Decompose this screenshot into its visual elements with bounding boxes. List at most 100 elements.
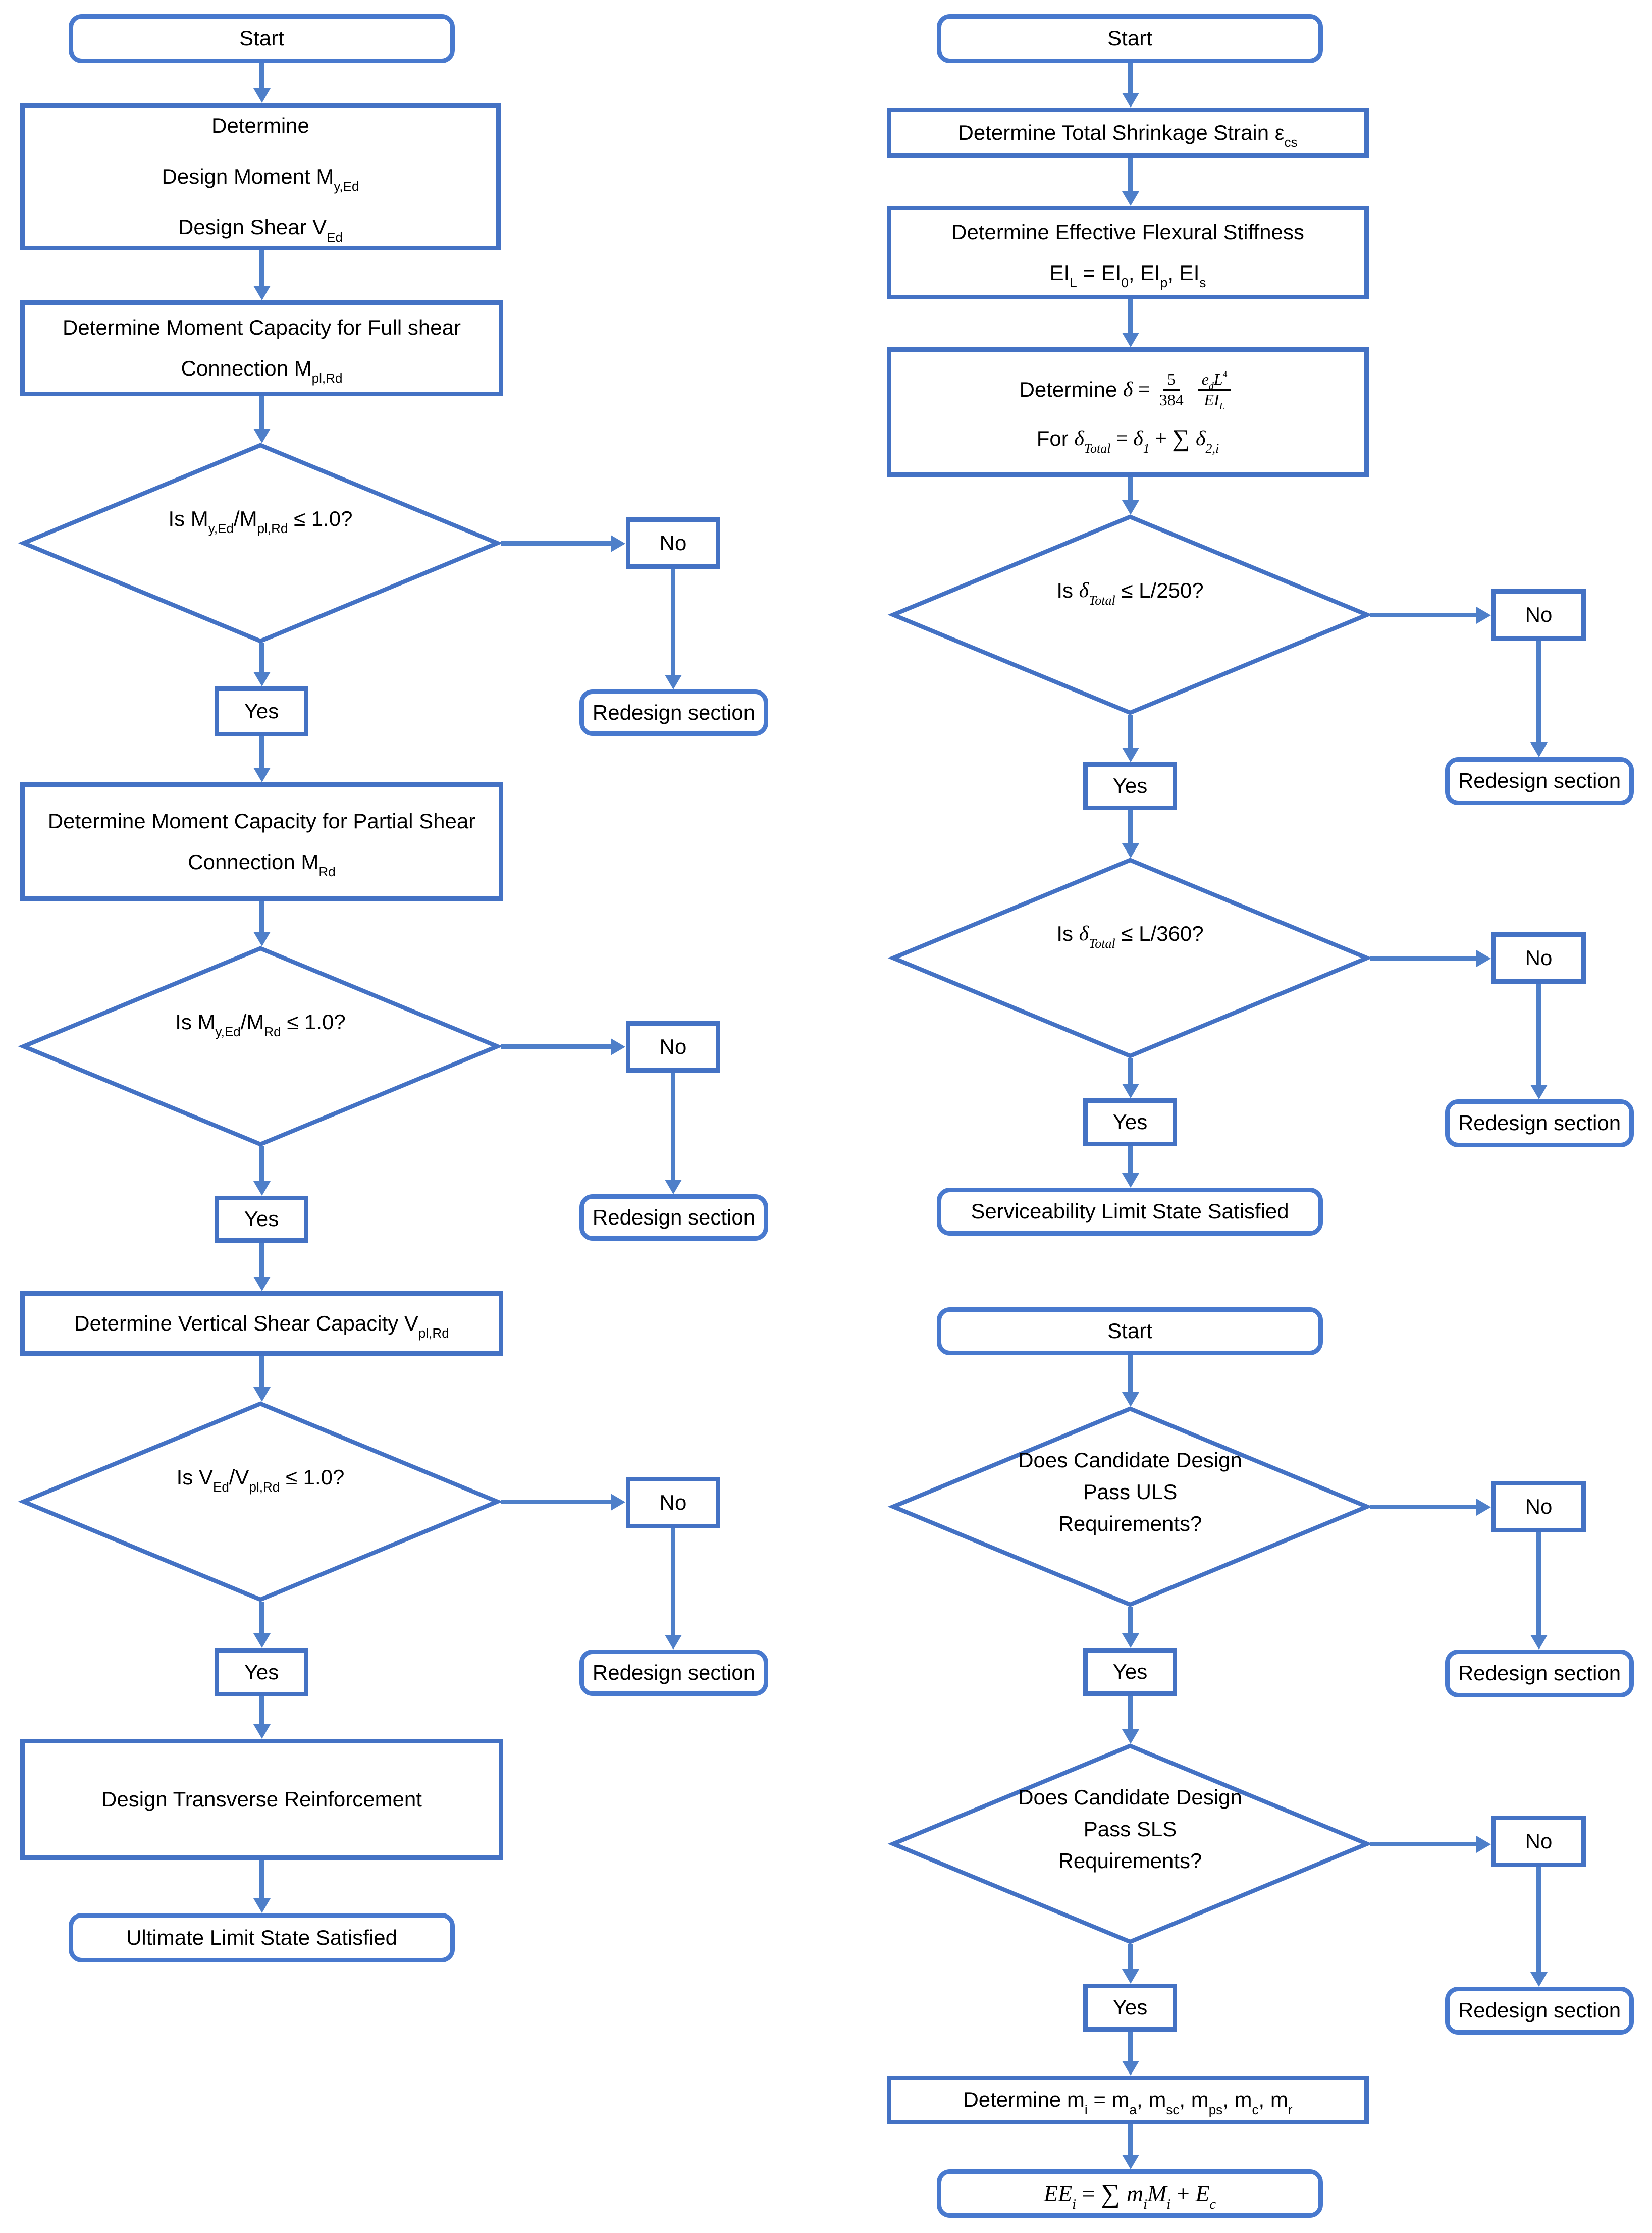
node-label: Redesign section: [1458, 1661, 1621, 1685]
node-label: Redesign section: [592, 700, 756, 724]
node-label: No: [1525, 945, 1553, 970]
text-segment: i: [1166, 2197, 1171, 2213]
text-segment: Requirements?: [1058, 1511, 1202, 1535]
text-segment: M: [1147, 2180, 1167, 2206]
text-segment: EI: [1049, 260, 1070, 285]
redesign-terminator-1: Redesign section: [579, 689, 768, 736]
node-label: Yes: [1112, 1660, 1148, 1684]
diamond-shape: [20, 443, 501, 643]
node-label: Start: [1107, 1319, 1152, 1343]
text-segment: EI: [1204, 391, 1219, 409]
text-line: Requirements?: [1058, 1508, 1202, 1539]
text-segment: m: [1126, 2180, 1144, 2206]
text-segment: 2,i: [1205, 441, 1219, 456]
node-label: Start: [239, 26, 284, 50]
text-segment: ≤ 1.0?: [281, 1009, 346, 1034]
text-line: Pass SLS: [1084, 1813, 1177, 1845]
arrow-candidate-uls-no: [1370, 1505, 1476, 1509]
arrow-decision1-no: [501, 541, 611, 546]
text-segment: Determine: [1019, 377, 1123, 401]
sls-start-terminator: Start: [937, 14, 1323, 63]
arrow-yes-sls-to-modular: [1128, 2032, 1133, 2061]
arrow-fullshear-to-decision: [259, 396, 264, 429]
node-label: Serviceability Limit State Satisfied: [971, 1199, 1289, 1224]
arrow-vshear-to-decision: [259, 1356, 264, 1387]
node-label: Yes: [244, 1660, 279, 1684]
text-segment: pl,Rd: [249, 1479, 280, 1495]
text-segment: pl,Rd: [418, 1325, 449, 1341]
text-segment: ≤ L/360?: [1115, 921, 1204, 945]
text-segment: y,Ed: [215, 1024, 241, 1039]
text-segment: c: [1209, 2197, 1216, 2213]
text-segment: L: [1070, 275, 1077, 290]
text-segment: ps: [1208, 2102, 1223, 2117]
node-label: Yes: [1112, 1995, 1148, 2019]
text-segment: 5: [1167, 370, 1176, 389]
arrow-deflection-to-decision: [1128, 477, 1133, 500]
text-segment: Requirements?: [1058, 1848, 1202, 1873]
text-segment: = m: [1087, 2088, 1130, 2112]
text-segment: , m: [1137, 2088, 1166, 2112]
text-segment: Determine Total Shrinkage Strain ε: [958, 120, 1285, 144]
candidate-start-terminator: Start: [937, 1307, 1323, 1355]
yes-box-candidate-uls: Yes: [1083, 1648, 1177, 1696]
arrow-transverse-to-uls: [259, 1860, 264, 1898]
node-label: Ultimate Limit State Satisfied: [126, 1925, 397, 1949]
text-segment: δ: [1074, 427, 1084, 450]
arrow-decision2-yes: [259, 1146, 264, 1181]
text-segment: =: [1076, 2180, 1101, 2206]
text-segment: Pass SLS: [1083, 1817, 1177, 1841]
text-segment: r: [1288, 2102, 1293, 2117]
arrow-candidate-sls-no: [1370, 1842, 1476, 1846]
redesign-terminator-l250: Redesign section: [1445, 757, 1634, 805]
arrow-start-to-uls-check: [1128, 1355, 1133, 1392]
text-segment: Total: [1089, 936, 1115, 951]
text-segment: /V: [229, 1465, 249, 1489]
arrow-yes2-to-vshear: [259, 1243, 264, 1277]
text-segment: ≤ 1.0?: [280, 1465, 345, 1489]
text-segment: ≤ 1.0?: [288, 506, 353, 530]
process-full-shear-capacity: Determine Moment Capacity for Full shear…: [20, 300, 503, 396]
text-segment: i: [1084, 2102, 1088, 2117]
fraction-numerator: 5: [1163, 370, 1180, 391]
text-segment: Is M: [168, 506, 208, 530]
text-line: Does Candidate Design: [1018, 1444, 1242, 1476]
text-segment: 1: [1143, 441, 1150, 456]
text-segment: Design Shear V: [178, 215, 327, 239]
arrow-no1-to-redesign: [671, 569, 675, 675]
text-segment: Rd: [264, 1024, 281, 1039]
text-segment: +: [1170, 2180, 1196, 2206]
text-segment: , m: [1179, 2088, 1209, 2112]
diamond-shape: [890, 1407, 1370, 1607]
uls-satisfied-terminator: Ultimate Limit State Satisfied: [69, 1913, 455, 1962]
no-box-l250: No: [1491, 589, 1586, 641]
text-segment: /M: [233, 506, 257, 530]
text-segment: δ: [1079, 578, 1089, 602]
arrow-yes-uls-to-sls-check: [1128, 1696, 1133, 1729]
redesign-terminator-2: Redesign section: [579, 1194, 768, 1241]
no-box-l360: No: [1491, 932, 1586, 984]
